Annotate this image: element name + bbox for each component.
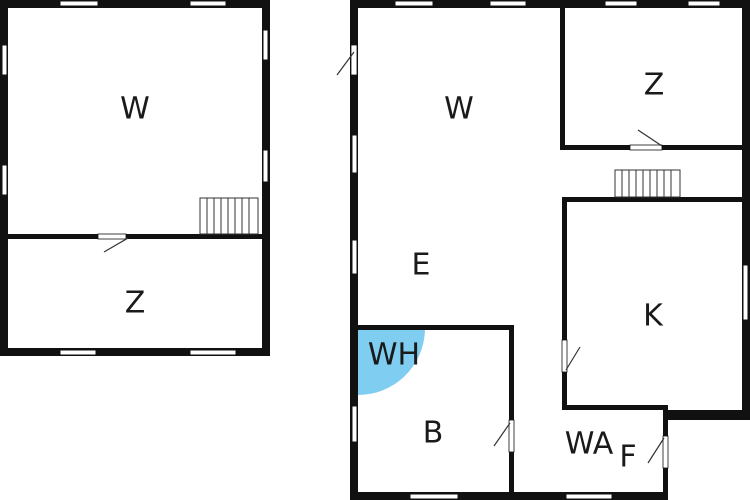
window (394, 0, 434, 7)
window (59, 349, 97, 356)
window (262, 29, 269, 61)
window (604, 0, 638, 7)
stairs (614, 169, 681, 198)
door-swing (565, 346, 581, 371)
window (189, 0, 227, 7)
door-swing (637, 129, 663, 147)
left-building: W Z (0, 0, 270, 356)
door-swing (336, 51, 355, 76)
highlight-area (358, 330, 425, 396)
window (262, 149, 269, 183)
window (742, 264, 749, 321)
window (489, 0, 527, 7)
room-label-w-left: W (120, 92, 150, 127)
window (687, 0, 721, 7)
door-swing (647, 437, 665, 464)
window (351, 239, 358, 275)
window (189, 349, 237, 356)
window (1, 44, 8, 76)
window (409, 493, 459, 500)
window (565, 493, 613, 500)
window (351, 134, 358, 174)
window (59, 0, 99, 7)
door-swing (493, 422, 511, 447)
window (1, 164, 8, 196)
stairs (199, 197, 259, 235)
room-label-w-right: W (444, 92, 474, 127)
room-label-wh: WH (368, 338, 420, 373)
right-building: W Z E K WH B WA F (336, 0, 750, 500)
door-swing (103, 237, 129, 253)
room-label-z-right: Z (644, 68, 665, 103)
room-label-k: K (643, 299, 664, 334)
room-label-z-left: Z (125, 286, 146, 321)
room-label-f: F (619, 440, 636, 475)
room-label-e: E (412, 248, 431, 283)
window (351, 405, 358, 443)
room-label-wa: WA (565, 427, 614, 462)
room-label-b: B (423, 416, 444, 451)
